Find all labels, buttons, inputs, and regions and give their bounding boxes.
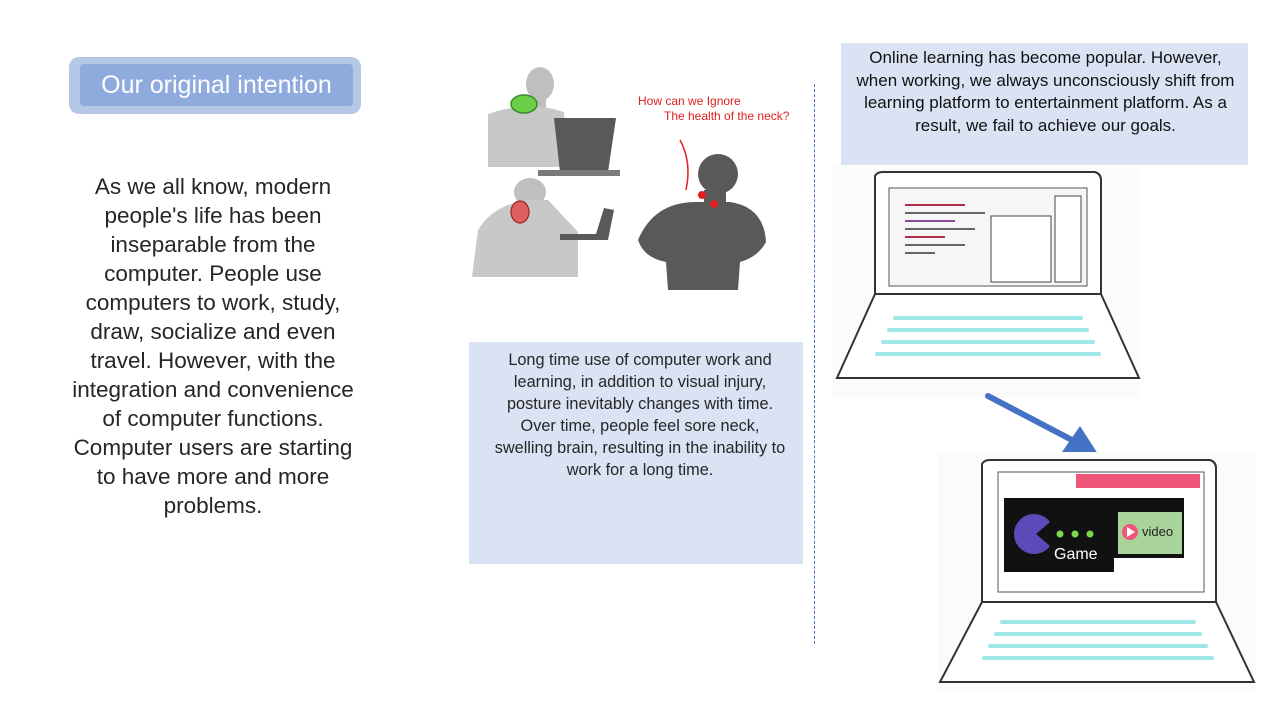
keyboard-keys xyxy=(875,316,1101,356)
dashed-divider xyxy=(814,84,815,644)
person-laptop-bottom xyxy=(472,178,614,277)
person-silhouette xyxy=(638,139,766,290)
posture-paragraph: Long time use of computer work and learn… xyxy=(494,351,786,479)
browser-bar xyxy=(1076,474,1200,488)
slide-title: Our original intention xyxy=(80,64,353,106)
shift-arrow-icon xyxy=(985,393,1098,454)
code-editor-lines xyxy=(905,195,1082,283)
neck-question-text: How can we Ignore The health of the neck… xyxy=(638,94,808,123)
game-label: Game xyxy=(1054,546,1098,563)
person-laptop-top xyxy=(488,67,620,176)
video-window: video xyxy=(1114,498,1184,558)
online-learning-paragraph: Online learning has become popular. Howe… xyxy=(856,48,1235,135)
intro-paragraph: As we all know, modern people's life has… xyxy=(72,174,354,518)
keyboard-keys xyxy=(982,620,1214,660)
online-learning-text-box xyxy=(841,43,1248,165)
question-line-2: The health of the neck? xyxy=(664,108,790,123)
game-window: Game xyxy=(1004,498,1114,572)
laptop-work-illustration xyxy=(833,166,1141,398)
laptop-entertainment-illustration: Game video xyxy=(938,452,1256,692)
posture-text-box xyxy=(469,342,803,564)
question-line-1: How can we Ignore xyxy=(638,94,741,108)
video-label: video xyxy=(1142,524,1173,539)
pacman-icon xyxy=(1014,514,1050,554)
neck-pain-illustration xyxy=(472,67,766,290)
